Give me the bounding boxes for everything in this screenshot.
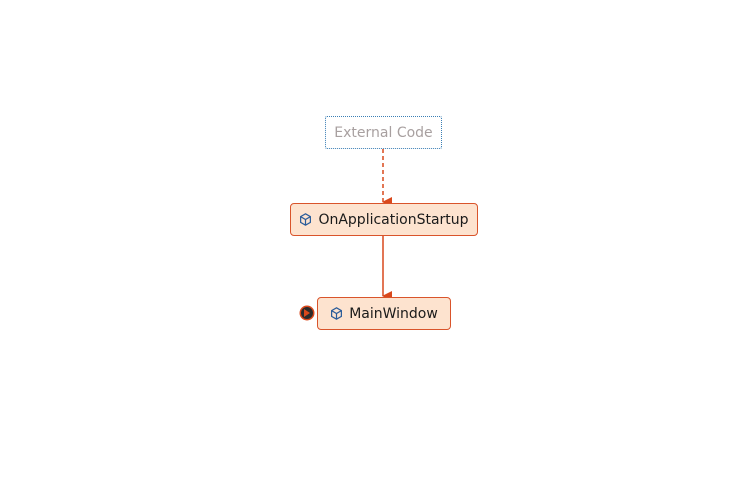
node-label: External Code <box>334 124 433 141</box>
cube-icon <box>331 307 343 320</box>
current-frame-marker-icon <box>299 305 315 321</box>
main-window-node[interactable]: MainWindow <box>317 297 451 330</box>
cube-icon <box>300 213 312 226</box>
external-code-node[interactable]: External Code <box>325 116 442 149</box>
on-application-startup-node[interactable]: OnApplicationStartup <box>290 203 478 236</box>
node-label: MainWindow <box>349 305 438 322</box>
node-label: OnApplicationStartup <box>318 211 469 228</box>
